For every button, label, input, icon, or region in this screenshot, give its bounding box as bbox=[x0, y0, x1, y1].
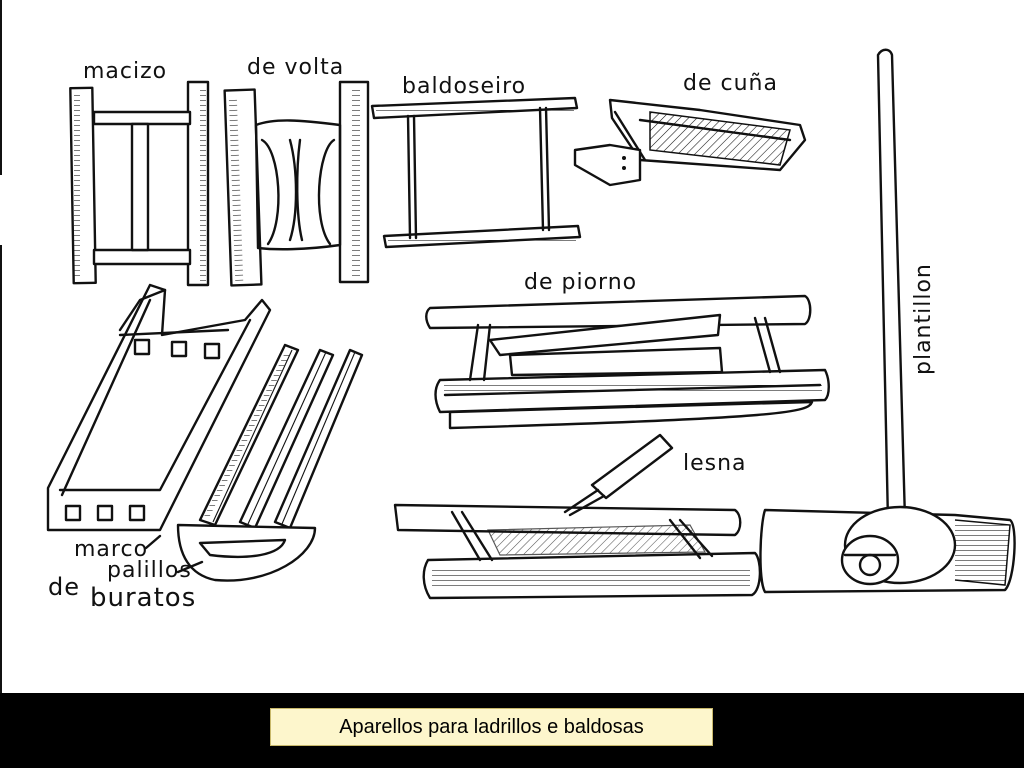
de-piorno-mold bbox=[425, 294, 830, 430]
plantillon-tool bbox=[759, 48, 1016, 594]
sketch-area: macizo de volta baldoseiro de cuña de pi… bbox=[0, 0, 1024, 693]
caption-text: Aparellos para ladrillos e baldosas bbox=[339, 715, 644, 738]
de-cuna-mold bbox=[573, 98, 807, 187]
label-palillos: palillos bbox=[107, 558, 192, 583]
label-lesna: lesna bbox=[683, 451, 747, 476]
de-volta-mold bbox=[223, 80, 370, 287]
label-baldoseiro: baldoseiro bbox=[402, 74, 526, 99]
palillos-sticks bbox=[176, 343, 364, 582]
tools-sketch: macizo de volta baldoseiro de cuña de pi… bbox=[0, 0, 1016, 693]
label-de: de bbox=[48, 573, 80, 601]
label-marco: marco bbox=[74, 537, 148, 562]
label-de-piorno: de piorno bbox=[524, 270, 637, 295]
leader-marco bbox=[144, 534, 162, 550]
lesna-mold bbox=[393, 433, 762, 600]
caption-box: Aparellos para ladrillos e baldosas bbox=[270, 708, 713, 746]
label-plantillon: plantillon bbox=[911, 263, 936, 375]
de-buratos-frame bbox=[46, 283, 272, 532]
label-de-volta: de volta bbox=[247, 55, 344, 80]
baldoseiro-frame bbox=[370, 96, 582, 249]
label-buratos: buratos bbox=[90, 583, 196, 613]
label-de-cuna: de cuña bbox=[683, 71, 778, 96]
macizo-mold bbox=[69, 80, 210, 287]
leader-palillos bbox=[176, 560, 204, 574]
label-macizo: macizo bbox=[83, 59, 167, 84]
